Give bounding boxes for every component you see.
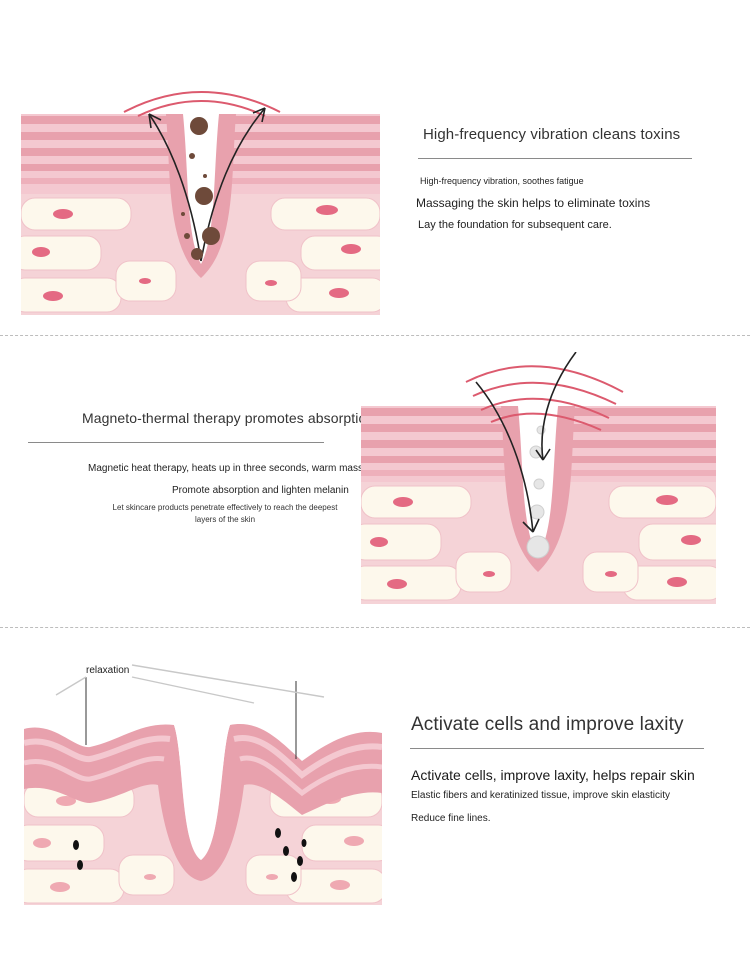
section2-line1: Magnetic heat therapy, heats up in three… xyxy=(88,463,380,474)
section2-line2: Promote absorption and lighten melanin xyxy=(172,485,349,496)
magneto-thermal-illustration xyxy=(361,351,716,604)
section1-rule xyxy=(418,158,692,159)
section3-line1: Activate cells, improve laxity, helps re… xyxy=(411,767,695,783)
section1-line2: Massaging the skin helps to eliminate to… xyxy=(416,196,651,210)
section2-line3a: Let skincare products penetrate effectiv… xyxy=(112,503,338,512)
section1-title: High-frequency vibration cleans toxins xyxy=(423,126,681,143)
relaxation-label: relaxation xyxy=(86,665,130,676)
section1-line1: High-frequency vibration, soothes fatigu… xyxy=(420,176,584,186)
section2-rule xyxy=(28,442,324,443)
skin-cleansing-illustration xyxy=(21,86,380,315)
section3-line3: Reduce fine lines. xyxy=(411,813,491,824)
section3-line2: Elastic fibers and keratinized tissue, i… xyxy=(411,790,670,801)
section2-title: Magneto-thermal therapy promotes absorpt… xyxy=(82,410,375,426)
laxity-improvement-illustration xyxy=(13,655,393,905)
section1-line3: Lay the foundation for subsequent care. xyxy=(418,219,612,231)
section-divider xyxy=(0,627,750,628)
section2-line3b: layers of the skin xyxy=(194,515,256,524)
section3-rule xyxy=(410,748,704,749)
section-divider xyxy=(0,335,750,336)
section3-title: Activate cells and improve laxity xyxy=(411,714,684,735)
